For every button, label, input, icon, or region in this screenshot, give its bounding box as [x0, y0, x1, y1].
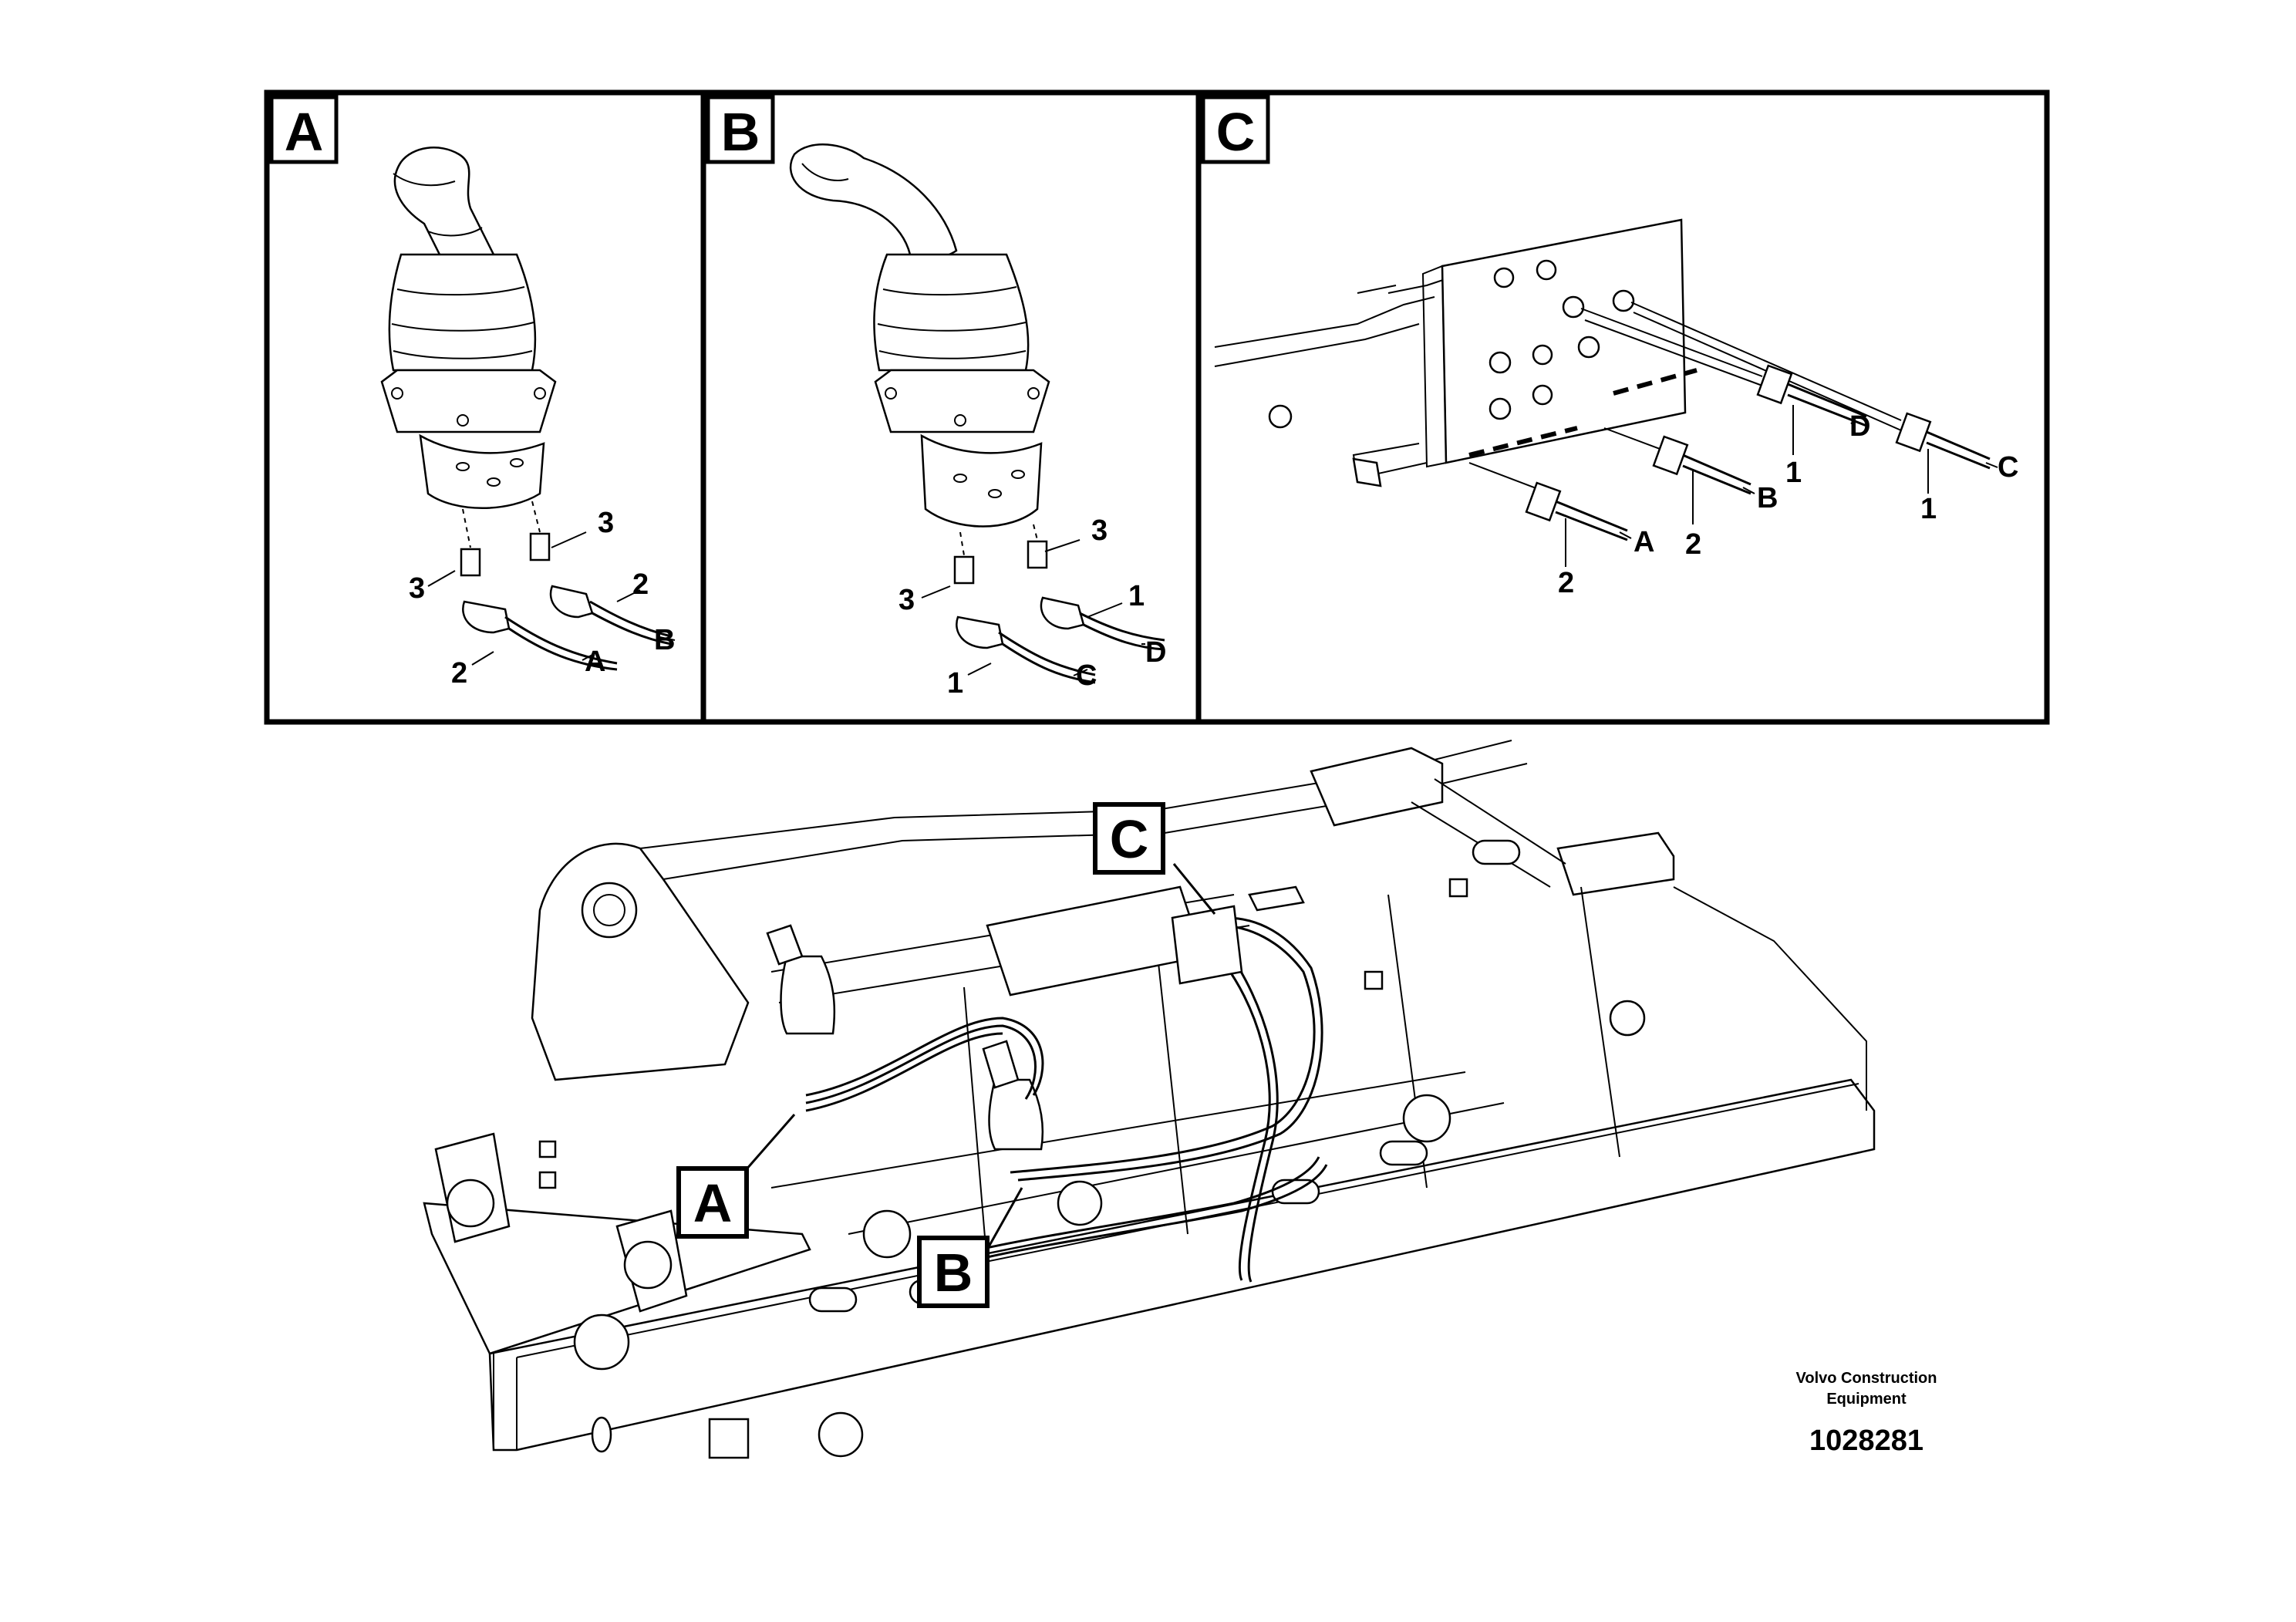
- detail-panel-b: B: [700, 89, 1202, 725]
- callout-c-hose-a: A: [1633, 526, 1654, 558]
- callout-c-hose-c: C: [1998, 451, 2018, 484]
- callout-b-1-left: 1: [947, 667, 963, 700]
- callout-c-1-c: 1: [1920, 493, 1937, 525]
- manifold-block-drawing: [1214, 218, 1998, 567]
- panel-a-label: A: [285, 102, 324, 162]
- callout-b-3-right: 3: [1091, 514, 1108, 547]
- callout-a-2-left: 2: [451, 657, 467, 690]
- machine-frame-overview: [423, 740, 1876, 1459]
- panel-a-label-box: [269, 95, 339, 164]
- overview-label-b: B: [934, 1243, 973, 1303]
- callout-c-hose-b: B: [1757, 482, 1778, 514]
- joystick-a-drawing: [380, 147, 676, 671]
- detail-panel-c: C: [1195, 89, 2050, 725]
- overview-label-b-group: B: [917, 1236, 990, 1308]
- company-name-line2: Equipment: [1826, 1391, 1907, 1408]
- callout-a-2-right: 2: [632, 568, 649, 601]
- detail-panel-a: A: [264, 89, 706, 725]
- callout-a-hose-b: B: [654, 624, 675, 656]
- panel-c-label: C: [1216, 102, 1256, 162]
- panel-c-label-box: [1201, 95, 1270, 164]
- callout-c-hose-d: D: [1849, 410, 1870, 443]
- callout-b-hose-c: C: [1076, 659, 1097, 692]
- overview-label-a-group: A: [676, 1166, 749, 1239]
- callout-a-3-left: 3: [409, 572, 425, 605]
- callout-c-1-d: 1: [1785, 457, 1802, 489]
- callout-a-3-right: 3: [598, 507, 614, 539]
- overview-label-c-box: [1093, 802, 1165, 875]
- callout-c-2-b: 2: [1685, 528, 1701, 561]
- panel-b-label: B: [721, 102, 760, 162]
- callout-b-hose-d: D: [1145, 636, 1166, 669]
- callout-c-2-a: 2: [1558, 567, 1574, 599]
- joystick-b-drawing: [789, 143, 1165, 684]
- footer-block: Volvo Construction Equipment 1028281: [1796, 1370, 1937, 1457]
- company-name-line1: Volvo Construction: [1796, 1370, 1937, 1387]
- callout-b-1-right: 1: [1128, 580, 1145, 612]
- callout-b-3-left: 3: [899, 584, 915, 616]
- overview-label-a: A: [693, 1173, 733, 1233]
- overview-label-c: C: [1110, 809, 1149, 869]
- overview-label-b-box: [917, 1236, 990, 1308]
- callout-a-hose-a: A: [585, 646, 605, 678]
- overview-label-c-group: C: [1093, 802, 1165, 875]
- overview-label-a-box: [676, 1166, 749, 1239]
- panel-b-label-box: [706, 95, 775, 164]
- drawing-number: 1028281: [1809, 1425, 1923, 1457]
